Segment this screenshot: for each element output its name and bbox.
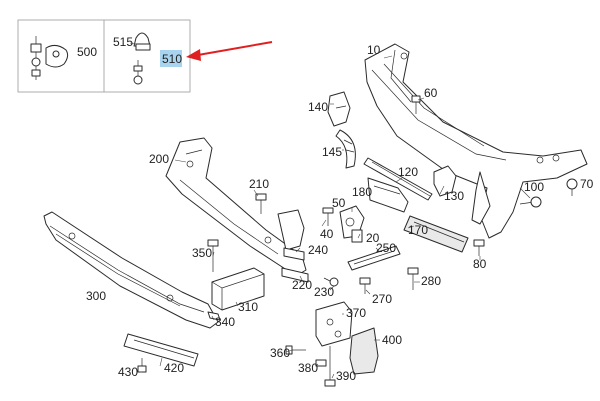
callout-200: 200 — [149, 152, 169, 166]
callout-130: 130 — [444, 189, 464, 203]
callout-515: 515 — [113, 35, 133, 49]
part-100-bolt[interactable] — [519, 196, 542, 208]
callout-300: 300 — [86, 289, 106, 303]
callout-270: 270 — [372, 292, 392, 306]
callout-350: 350 — [192, 246, 212, 260]
part-170-panel[interactable] — [403, 215, 469, 253]
part-400-cover[interactable] — [349, 327, 379, 375]
part-510-screw[interactable] — [133, 60, 143, 85]
callout-100: 100 — [524, 180, 544, 194]
callout-280: 280 — [421, 274, 441, 288]
part-280-bolt[interactable] — [407, 267, 419, 290]
part-180-bracket[interactable] — [367, 177, 409, 213]
callout-360: 360 — [270, 346, 290, 360]
callout-510[interactable]: 510 — [162, 52, 182, 66]
callout-220: 220 — [292, 278, 312, 292]
part-10-front-frame[interactable] — [364, 43, 588, 239]
red-pointer-arrow-icon — [186, 41, 273, 61]
callout-430: 430 — [118, 365, 138, 379]
callout-80: 80 — [473, 257, 487, 271]
part-230-screw[interactable] — [323, 277, 339, 287]
part-390-bolt[interactable] — [324, 346, 336, 387]
callout-140: 140 — [308, 100, 328, 114]
part-420-strip[interactable] — [123, 333, 199, 367]
callout-10: 10 — [367, 43, 381, 57]
part-270-bolt[interactable] — [359, 277, 371, 294]
inset-panel — [17, 19, 191, 93]
part-40-screw[interactable] — [322, 207, 334, 226]
part-370-bracket[interactable] — [315, 301, 353, 347]
part-145-duct[interactable] — [335, 129, 356, 169]
callout-50: 50 — [332, 196, 346, 210]
part-300-bumper-beam[interactable] — [43, 211, 219, 329]
callout-500: 500 — [77, 45, 97, 59]
part-430-bolt[interactable] — [137, 358, 147, 373]
callout-370: 370 — [346, 306, 366, 320]
part-210-bolt[interactable] — [255, 193, 267, 214]
part-500-clip[interactable] — [30, 36, 69, 80]
callout-230: 230 — [314, 285, 334, 299]
part-340-clip[interactable] — [207, 311, 221, 321]
callout-180: 180 — [352, 185, 372, 199]
callout-40: 40 — [320, 227, 334, 241]
callout-310: 310 — [238, 300, 258, 314]
callout-170: 170 — [408, 223, 428, 237]
selected-part-highlight — [160, 50, 182, 67]
callout-145: 145 — [322, 145, 342, 159]
part-380-screw[interactable] — [315, 359, 327, 367]
callout-340: 340 — [215, 315, 235, 329]
callout-420: 420 — [164, 361, 184, 375]
part-140-bracket[interactable] — [327, 91, 351, 127]
callout-70: 70 — [580, 177, 594, 191]
callout-120: 120 — [398, 165, 418, 179]
part-515-bush[interactable] — [133, 32, 151, 51]
callout-labels: 500 515 510 10 60 140 145 120 130 100 70… — [77, 35, 594, 383]
callout-240: 240 — [308, 243, 328, 257]
part-250-rail[interactable] — [347, 245, 401, 271]
callout-380: 380 — [298, 361, 318, 375]
leader-lines — [140, 55, 531, 379]
callout-60: 60 — [424, 86, 438, 100]
callout-210: 210 — [249, 177, 269, 191]
callout-400: 400 — [382, 333, 402, 347]
callout-390: 390 — [336, 369, 356, 383]
part-310-mounting-box[interactable] — [211, 267, 265, 311]
part-350-bolt[interactable] — [207, 239, 219, 272]
callout-20: 20 — [366, 231, 380, 245]
part-80-bolt[interactable] — [473, 239, 485, 256]
part-60-screw[interactable] — [411, 95, 421, 114]
part-20-bracket[interactable] — [351, 229, 363, 243]
part-70-nut[interactable] — [566, 178, 578, 196]
part-200-crossmember[interactable] — [165, 137, 307, 277]
callout-250: 250 — [376, 241, 396, 255]
part-130-bracket[interactable] — [433, 165, 457, 197]
